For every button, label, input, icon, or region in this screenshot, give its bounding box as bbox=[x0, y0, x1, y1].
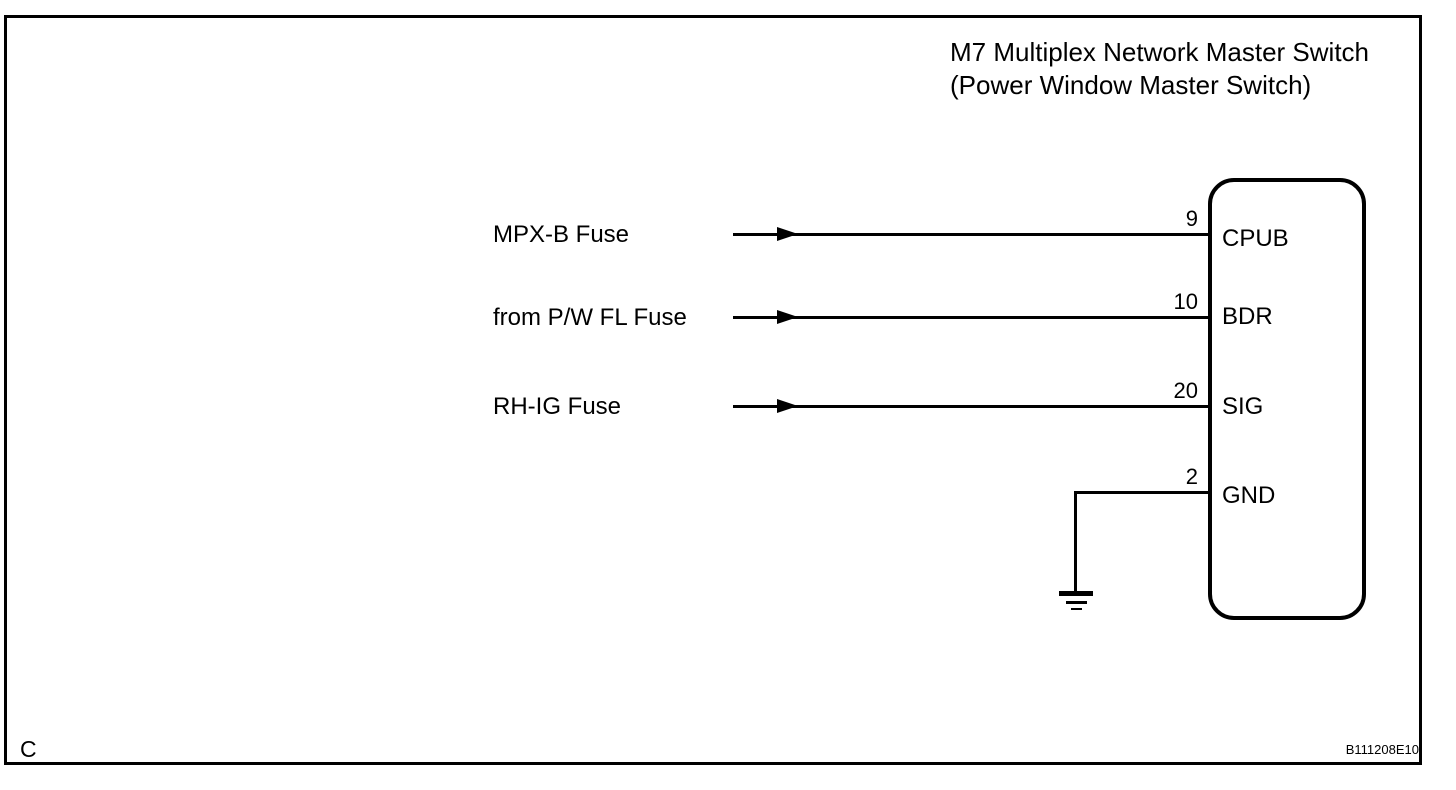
diagram-border bbox=[4, 15, 1422, 765]
component-title-line1: M7 Multiplex Network Master Switch bbox=[950, 37, 1369, 67]
pin-number-10: 10 bbox=[1173, 289, 1198, 314]
component-title: M7 Multiplex Network Master Switch (Powe… bbox=[950, 36, 1369, 102]
connector-body bbox=[1208, 178, 1366, 620]
fuse-label-mpx-b: MPX-B Fuse bbox=[493, 221, 630, 248]
ground-wire-vertical bbox=[1074, 491, 1077, 592]
fuse-label-pw-fl: from P/W FL Fuse bbox=[493, 304, 687, 331]
wire-bdr bbox=[733, 316, 1208, 319]
component-title-line2: (Power Window Master Switch) bbox=[950, 70, 1312, 100]
wire-sig bbox=[733, 405, 1208, 408]
panel-index-label: C bbox=[20, 736, 37, 762]
pin-number-9: 9 bbox=[1185, 206, 1198, 231]
flow-arrow-icon bbox=[777, 399, 798, 413]
fuse-label-rh-ig: RH-IG Fuse bbox=[493, 393, 622, 420]
ground-bar-bottom bbox=[1071, 608, 1082, 610]
ground-bar-middle bbox=[1066, 601, 1087, 604]
wire-gnd bbox=[1075, 491, 1208, 494]
pin-name-sig: SIG bbox=[1222, 393, 1264, 420]
pin-name-cpub: CPUB bbox=[1222, 225, 1289, 252]
wire-cpub bbox=[733, 233, 1208, 236]
flow-arrow-icon bbox=[777, 310, 798, 324]
pin-name-bdr: BDR bbox=[1222, 303, 1273, 330]
pin-name-gnd: GND bbox=[1222, 482, 1276, 509]
figure-code: B111208E10 bbox=[1345, 742, 1419, 757]
pin-number-20: 20 bbox=[1173, 378, 1198, 403]
ground-bar-top bbox=[1059, 591, 1093, 596]
flow-arrow-icon bbox=[777, 227, 798, 241]
pin-number-2: 2 bbox=[1185, 464, 1198, 489]
